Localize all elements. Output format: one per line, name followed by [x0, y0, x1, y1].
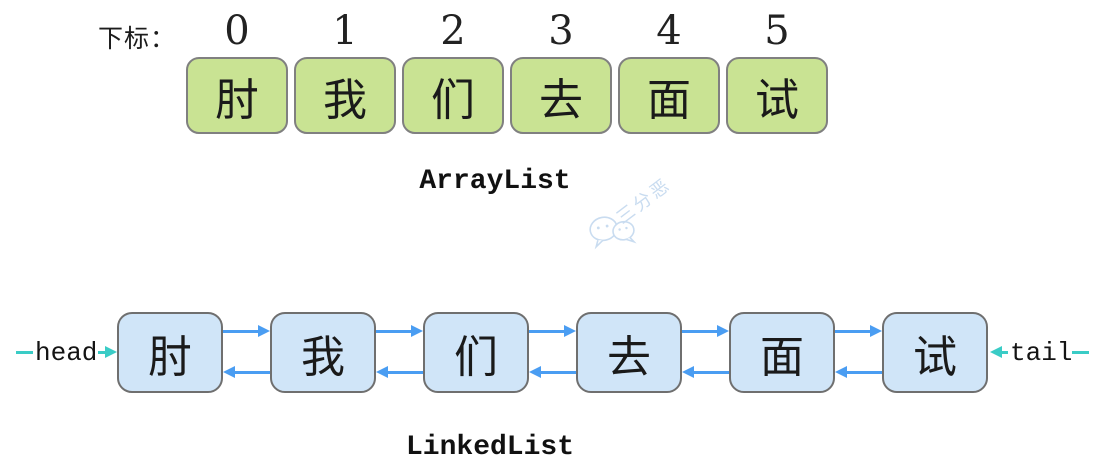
array-index-0: 0 — [224, 8, 250, 54]
array-cell-2: 们 — [402, 57, 504, 134]
array-cell-3: 去 — [510, 57, 612, 134]
tail-arrow-icon — [990, 346, 1008, 358]
array-cell-1: 我 — [294, 57, 396, 134]
array-index-2: 2 — [440, 8, 466, 54]
watermark: 三分恶 — [578, 174, 688, 258]
array-index-5: 5 — [764, 8, 790, 54]
linked-node-1: 我 — [270, 312, 376, 393]
head-label: head — [35, 338, 98, 368]
linked-node-5: 试 — [882, 312, 988, 393]
head-dash — [16, 351, 33, 354]
array-cell-5: 试 — [726, 57, 828, 134]
array-cell-0: 肘 — [186, 57, 288, 134]
tail-label: tail — [1010, 338, 1073, 368]
prev-arrow-icon — [835, 366, 882, 378]
prev-arrow-icon — [376, 366, 423, 378]
next-arrow-icon — [376, 325, 423, 337]
arraylist-caption: ArrayList — [419, 166, 571, 197]
head-arrow-icon — [98, 346, 117, 358]
linked-node-4: 面 — [729, 312, 835, 393]
array-cell-4: 面 — [618, 57, 720, 134]
tail-dash — [1072, 351, 1089, 354]
linkedlist-caption: LinkedList — [405, 432, 575, 463]
prev-arrow-icon — [682, 366, 729, 378]
next-arrow-icon — [529, 325, 576, 337]
linked-node-3: 去 — [576, 312, 682, 393]
next-arrow-icon — [223, 325, 270, 337]
next-arrow-icon — [835, 325, 882, 337]
array-index-1: 1 — [332, 8, 358, 54]
array-index-3: 3 — [548, 8, 574, 54]
array-index-4: 4 — [656, 8, 682, 54]
linked-node-2: 们 — [423, 312, 529, 393]
index-row-label: 下标： — [98, 25, 177, 53]
prev-arrow-icon — [223, 366, 270, 378]
wechat-icon — [582, 207, 644, 262]
next-arrow-icon — [682, 325, 729, 337]
linked-node-0: 肘 — [117, 312, 223, 393]
prev-arrow-icon — [529, 366, 576, 378]
